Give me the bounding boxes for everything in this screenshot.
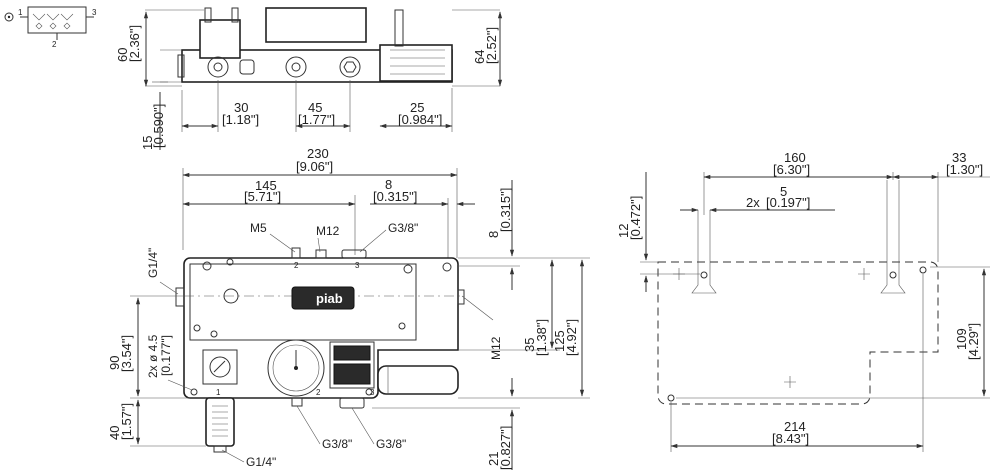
symbol-circle-icon: [4, 12, 14, 22]
mount-hole-icon: [700, 271, 708, 279]
dim-230-in: [9.06"]: [296, 159, 333, 174]
label-m12-top: M12: [316, 224, 340, 238]
port-right-icon: [339, 56, 361, 78]
dim-35-in: [1.38"]: [534, 319, 549, 356]
label-hole-in: [0.177"]: [159, 335, 173, 376]
dim-30-in: [1.18"]: [222, 112, 259, 127]
dim-64-mm: 64: [472, 50, 487, 64]
dim-8v-in: [0.315"]: [498, 188, 513, 232]
mount-hole-icon: [889, 271, 897, 279]
dim-21-mm: 21: [486, 452, 501, 466]
dim-214-in: [8.43"]: [772, 431, 809, 446]
dim-160-in: [6.30"]: [773, 162, 810, 177]
symbol-port-3: 3: [92, 8, 97, 17]
port-middle-icon: [285, 56, 307, 78]
dim-60-in: [2.36"]: [127, 25, 142, 62]
dim-90-in: [3.54"]: [119, 335, 134, 372]
dim-15-mm: 15: [140, 136, 155, 150]
dim-160-mm: 160: [784, 150, 806, 165]
dim-109-mm: 109: [954, 328, 969, 350]
dim-15-in: [0.590"]: [151, 104, 166, 148]
port-3-top: 3: [355, 261, 360, 270]
label-g38-top: G3/8": [388, 221, 418, 235]
dim-60-mm: 60: [115, 48, 130, 62]
dim-90-mm: 90: [107, 356, 122, 370]
dim-5-mm: 5: [780, 184, 787, 199]
dim-145-in: [5.71"]: [244, 189, 281, 204]
port-2-top: 2: [294, 261, 299, 270]
dim-21-in: [0.827"]: [498, 426, 513, 470]
dim-8h-mm: 8: [385, 177, 392, 192]
port-2-bottom: 2: [316, 388, 321, 397]
pressure-gauge-icon: [267, 339, 325, 397]
dim-33-in: [1.30"]: [946, 162, 983, 177]
label-g14-bottom: G1/4": [246, 455, 276, 469]
dim-25-in: [0.984"]: [398, 112, 442, 127]
mount-view: 160 [6.30"] 33 [1.30"] 5 2x [0.197"] 12 …: [616, 150, 990, 452]
pneumatic-symbol: 1 3 2: [4, 6, 97, 49]
symbol-port-1: 1: [18, 8, 23, 17]
label-m12-right: M12: [489, 336, 503, 360]
mount-outline: [657, 261, 939, 405]
dim-35-mm: 35: [522, 338, 537, 352]
dim-40-in: [1.57"]: [119, 403, 134, 440]
port-1-bottom: 1: [216, 388, 221, 397]
port-3-bottom: 3: [370, 388, 375, 397]
dim-5-in: [0.197"]: [766, 195, 810, 210]
label-hole-spec: 2x ø 4.5: [146, 334, 160, 378]
display-icon: [329, 341, 375, 389]
dim-25-mm: 25: [410, 100, 424, 115]
dim-8v-mm: 8: [486, 231, 501, 238]
label-g38-bottom-left: G3/8": [322, 437, 352, 451]
label-g38-bottom-right: G3/8": [376, 437, 406, 451]
dim-230-mm: 230: [307, 146, 329, 161]
dim-5-spec: 2x: [746, 195, 760, 210]
dim-12-in: [0.472"]: [628, 196, 643, 240]
dim-125-mm: 125: [552, 330, 567, 352]
dim-64-in: [2.52"]: [484, 27, 499, 64]
ejector-body: [183, 257, 459, 399]
dim-8h-in: [0.315"]: [373, 189, 417, 204]
piab-logo: [291, 286, 355, 310]
symbol-port-2: 2: [52, 40, 57, 49]
dim-12-mm: 12: [616, 224, 631, 238]
dim-145-mm: 145: [255, 178, 277, 193]
label-m5: M5: [250, 221, 267, 235]
dim-33-mm: 33: [952, 150, 966, 165]
label-g14-left: G1/4": [146, 248, 160, 278]
dim-214-mm: 214: [784, 419, 806, 434]
dim-40-mm: 40: [107, 426, 122, 440]
silencer: [377, 365, 459, 395]
connector: [205, 397, 235, 447]
top-view: 60 [2.36"] 64 [2.52"] 15 [0.590"] 30 [1.…: [115, 7, 503, 150]
dim-45-mm: 45: [308, 100, 322, 115]
port-left-icon: [207, 56, 229, 78]
dim-45-in: [1.77"]: [298, 112, 335, 127]
dim-109-in: [4.29"]: [966, 323, 981, 360]
front-view: 230 [9.06"] 145 [5.71"] 8 [0.315"] piab: [107, 146, 590, 470]
dim-125-in: [4.92"]: [564, 319, 579, 356]
logo-text: piab: [316, 291, 343, 306]
dim-30-mm: 30: [234, 100, 248, 115]
